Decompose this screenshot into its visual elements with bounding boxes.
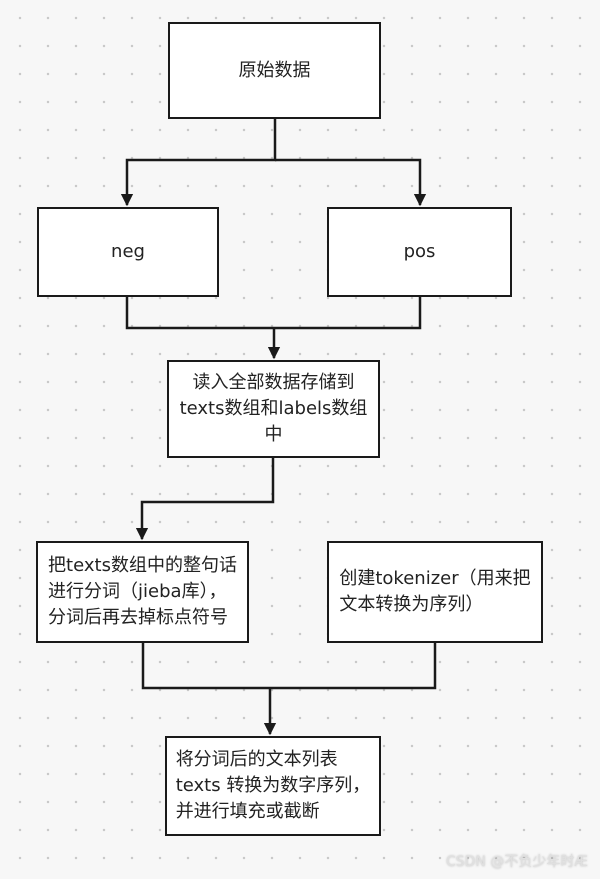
node-neg-label: neg	[111, 241, 145, 262]
connector-raw-to-neg	[120, 118, 277, 207]
node-tokenizer-label: 创建tokenizer（用来把 文本转换为序列）	[339, 568, 531, 615]
connector-segment-tokenizer-merge	[141, 642, 437, 690]
node-convert-label: 将分词后的文本列表 texts 转换为数字序列， 并进行填充或截断	[175, 749, 371, 822]
node-read-all-label: 读入全部数据存储到 texts数组和labels数组 中	[179, 372, 368, 445]
node-neg: neg	[37, 207, 219, 297]
node-pos: pos	[327, 207, 512, 297]
connector-neg-to-merge	[125, 296, 422, 330]
node-tokenizer: 创建tokenizer（用来把 文本转换为序列）	[327, 541, 543, 643]
watermark-text: CSDN @不负少年时Æ	[445, 854, 588, 870]
node-convert: 将分词后的文本列表 texts 转换为数字序列， 并进行填充或截断	[165, 736, 381, 836]
node-segment-label: 把texts数组中的整句话 进行分词（jieba库）， 分词后再去掉标点符号	[48, 555, 237, 628]
node-pos-label: pos	[403, 241, 436, 262]
node-raw-data: 原始数据	[168, 22, 381, 119]
node-segment: 把texts数组中的整句话 进行分词（jieba库）， 分词后再去掉标点符号	[36, 541, 249, 643]
node-read-all: 读入全部数据存储到 texts数组和labels数组 中	[167, 360, 380, 458]
connector-raw-to-pos	[275, 158, 427, 207]
node-raw-data-label: 原始数据	[238, 59, 311, 81]
connector-read-to-segment	[135, 457, 275, 541]
